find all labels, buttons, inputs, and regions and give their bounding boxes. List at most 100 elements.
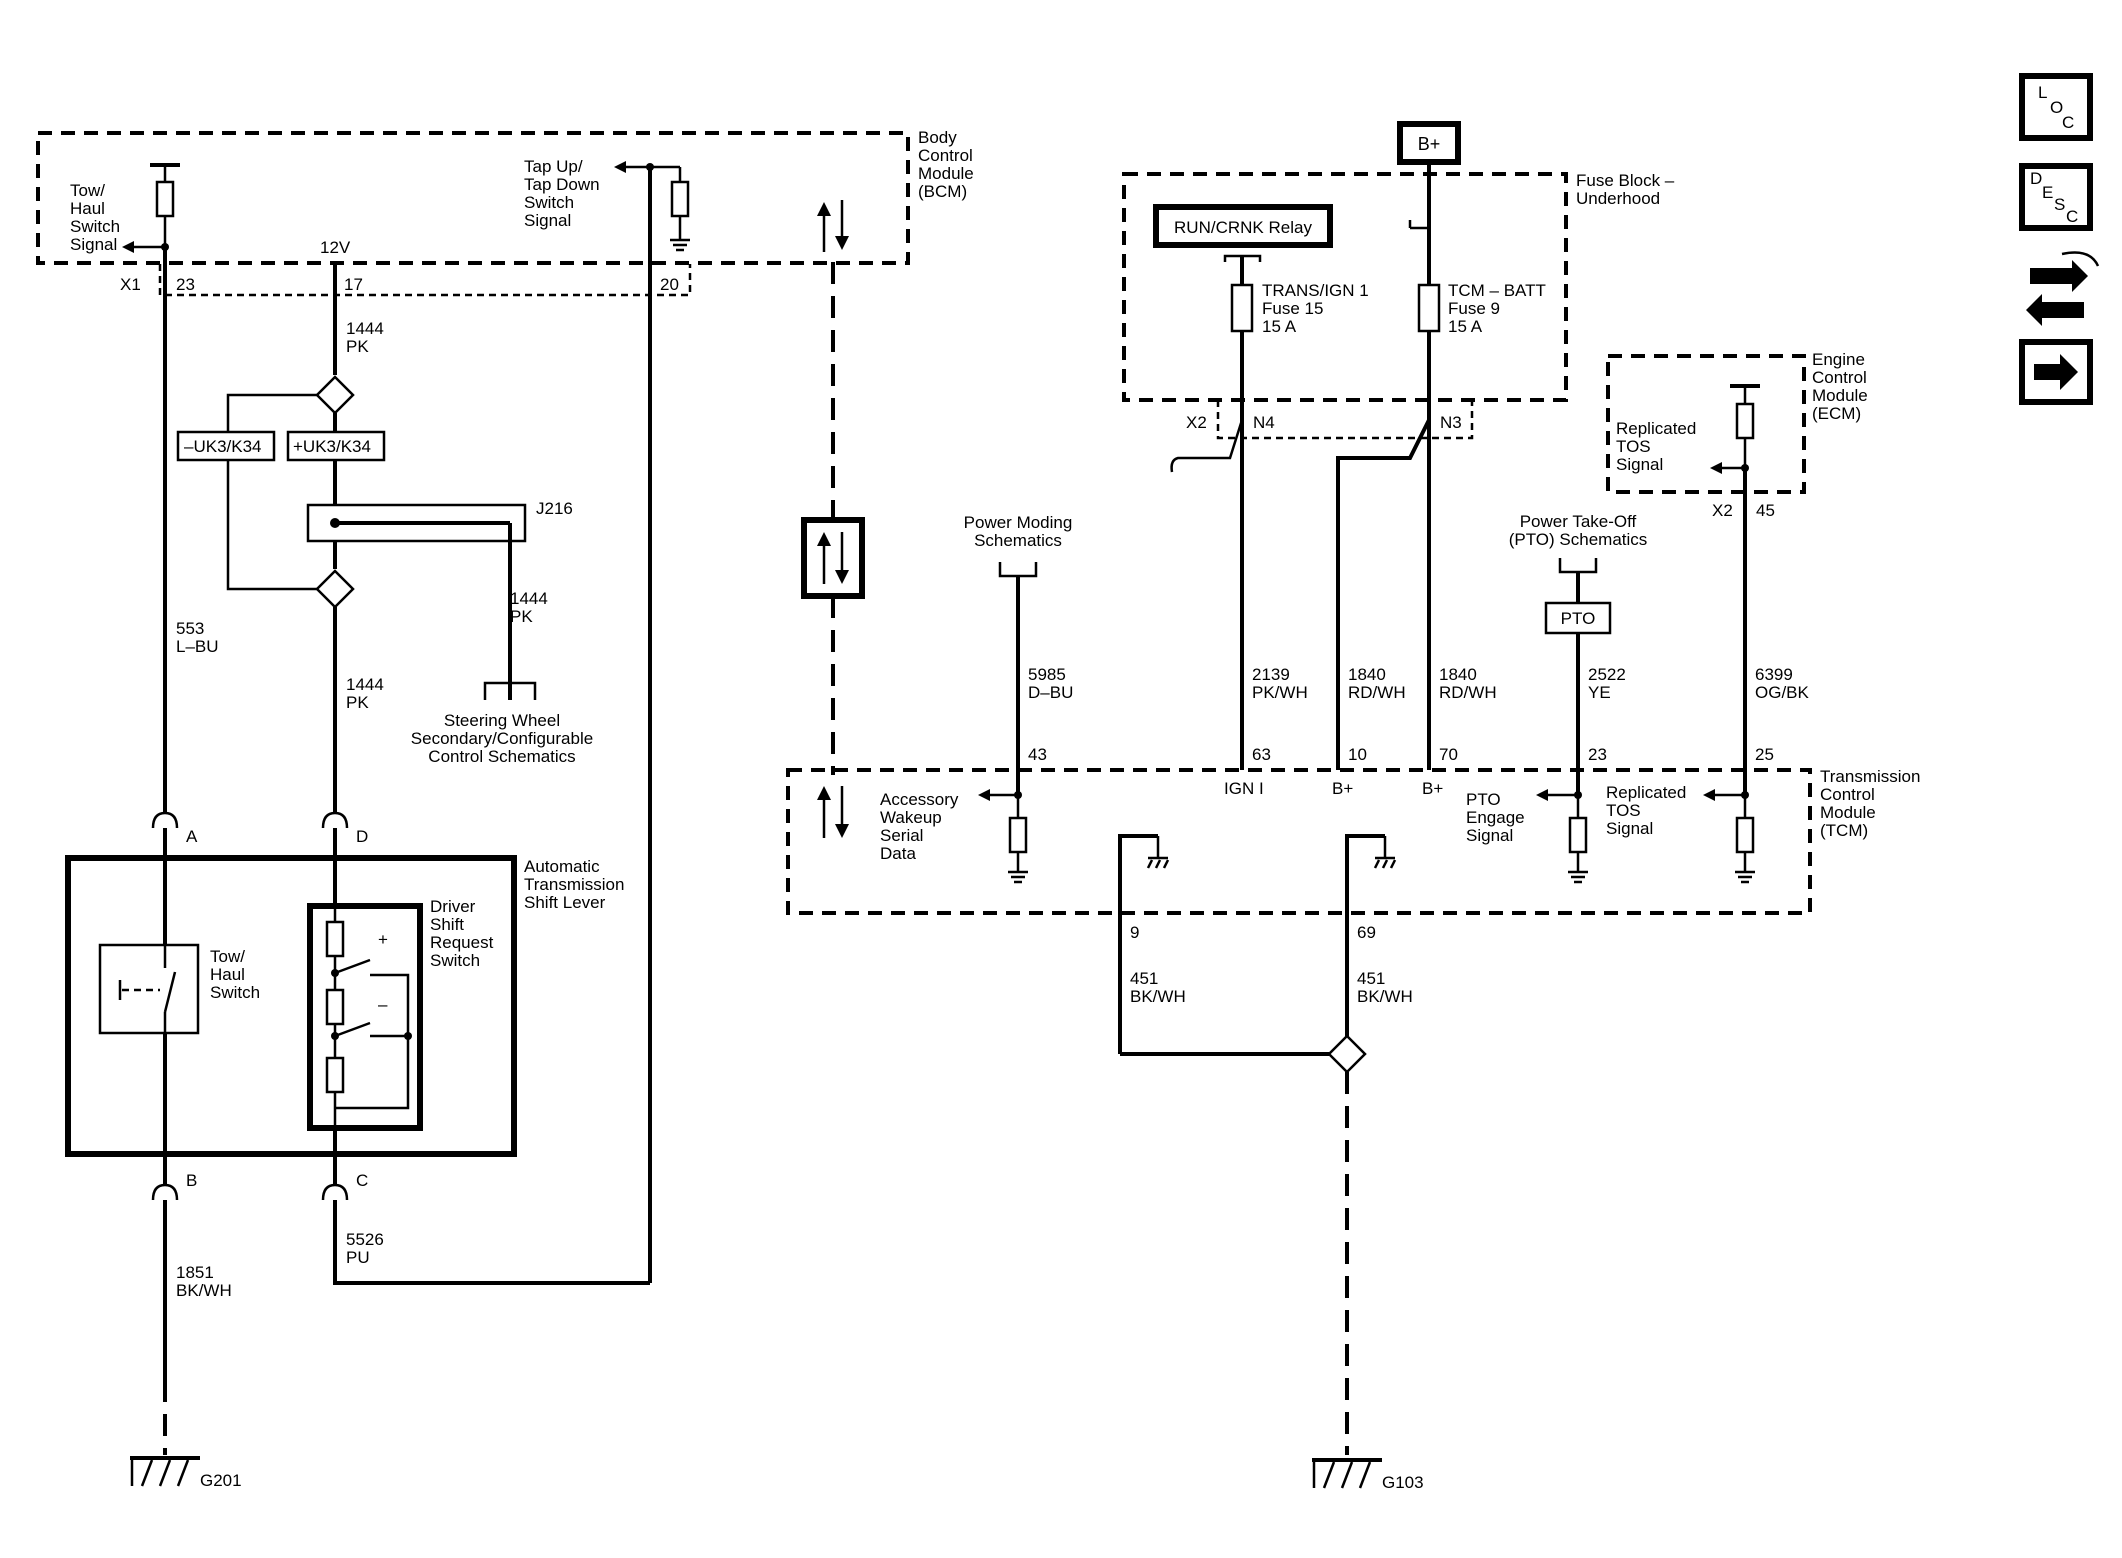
- desc-letter-d: D: [2030, 169, 2042, 188]
- tcm-label-4: (TCM): [1820, 821, 1868, 840]
- splice-diamond-lower: [315, 569, 355, 609]
- lever-pin-a: A: [186, 827, 198, 846]
- splice-j216-label: J216: [536, 499, 573, 518]
- wire-1851-number: 1851: [176, 1263, 214, 1282]
- next-arrow-icon[interactable]: [2019, 339, 2093, 405]
- fuse-block-label-2: Underhood: [1576, 189, 1660, 208]
- wire-6399-number: 6399: [1755, 665, 1793, 684]
- serial-data-link: [801, 262, 865, 775]
- loc-button[interactable]: L O C: [2019, 73, 2093, 141]
- steering-ref-1: Steering Wheel: [444, 711, 560, 730]
- steering-ref-3: Control Schematics: [428, 747, 575, 766]
- fuse-9-label-1: TCM – BATT: [1448, 281, 1546, 300]
- connector-view-icon[interactable]: [2026, 251, 2100, 327]
- wire-553-color: L–BU: [176, 637, 219, 656]
- ecm-pin-45: 45: [1756, 501, 1775, 520]
- driver-switch-label-2: Shift: [430, 915, 464, 934]
- fuse-9-label-3: 15 A: [1448, 317, 1483, 336]
- fuse-connector-x2: X2: [1186, 413, 1207, 432]
- option-minus-box: [176, 430, 276, 462]
- tcm-accessory-label-1: Accessory: [880, 790, 959, 809]
- wire-5526-color: PU: [346, 1248, 370, 1267]
- shift-lever-label-3: Shift Lever: [524, 893, 606, 912]
- option-plus-box: [286, 430, 386, 462]
- ecm-label-3: Module: [1812, 386, 1868, 405]
- ecm-signal-label-3: Signal: [1616, 455, 1663, 474]
- ecm-label-4: (ECM): [1812, 404, 1861, 423]
- tcm-ground-pin-69: 69: [1357, 923, 1376, 942]
- fuse-9-label-2: Fuse 9: [1448, 299, 1500, 318]
- option-minus-label: –UK3/K34: [184, 437, 262, 456]
- loc-letter-l: L: [2038, 83, 2047, 102]
- wire-451a-color: BK/WH: [1130, 987, 1186, 1006]
- tcm-accessory-label-3: Serial: [880, 826, 923, 845]
- bcm-label-2: Control: [918, 146, 973, 165]
- desc-letter-e: E: [2042, 183, 2053, 202]
- ecm-label-1: Engine: [1812, 350, 1865, 369]
- switch-plus-sign: +: [378, 930, 388, 949]
- tap-signal-label-4: Signal: [524, 211, 571, 230]
- loc-letter-c: C: [2062, 113, 2074, 132]
- pto-ref-2: (PTO) Schematics: [1509, 530, 1648, 549]
- tow-haul-signal-label-4: Signal: [70, 235, 117, 254]
- fuse-pin-n3: N3: [1440, 413, 1462, 432]
- pto-box: [1544, 601, 1612, 635]
- wire-5985-number: 5985: [1028, 665, 1066, 684]
- lever-pin-b: B: [186, 1171, 197, 1190]
- left-wiring: 553 L–BU 1444 PK –UK3/K34 +UK3/K34 J216 …: [163, 167, 652, 1285]
- bcm-12v-label: 12V: [320, 238, 351, 257]
- tcm-accessory-label-2: Wakeup: [880, 808, 942, 827]
- tap-signal-label-2: Tap Down: [524, 175, 600, 194]
- tow-haul-switch-label-3: Switch: [210, 983, 260, 1002]
- wire-1840a-color: RD/WH: [1348, 683, 1406, 702]
- tcm-replicated-label-2: TOS: [1606, 801, 1641, 820]
- tcm-replicated-label-1: Replicated: [1606, 783, 1686, 802]
- desc-letter-c: C: [2066, 207, 2078, 226]
- wire-1840a-number: 1840: [1348, 665, 1386, 684]
- pto-box-label: PTO: [1561, 609, 1596, 628]
- tow-haul-switch-label-1: Tow/: [210, 947, 245, 966]
- wire-451b-number: 451: [1357, 969, 1385, 988]
- fuse-15-label-3: 15 A: [1262, 317, 1297, 336]
- ecm-label-2: Control: [1812, 368, 1867, 387]
- tow-haul-signal-label-1: Tow/: [70, 181, 105, 200]
- wire-1444a-number: 1444: [346, 319, 384, 338]
- driver-switch-label-3: Request: [430, 933, 494, 952]
- splice-diamond-ground: [1327, 1034, 1367, 1074]
- ground-g201-label: G201: [200, 1471, 242, 1490]
- desc-button[interactable]: D E S C: [2019, 163, 2093, 231]
- wire-5985-color: D–BU: [1028, 683, 1073, 702]
- tcm-pin-23: 23: [1588, 745, 1607, 764]
- loc-letter-o: O: [2050, 98, 2063, 117]
- bcm-label-3: Module: [918, 164, 974, 183]
- bcm-pin-23: 23: [176, 275, 195, 294]
- wire-1840b-color: RD/WH: [1439, 683, 1497, 702]
- wire-451a-number: 451: [1130, 969, 1158, 988]
- tcm-module: Transmission Control Module (TCM) 43 63 …: [786, 745, 1920, 1492]
- tcm-label-3: Module: [1820, 803, 1876, 822]
- power-moding-ref-2: Schematics: [974, 531, 1062, 550]
- driver-switch-label-1: Driver: [430, 897, 476, 916]
- switch-minus-sign: –: [378, 995, 388, 1014]
- wire-2522-color: YE: [1588, 683, 1611, 702]
- shift-lever-label-1: Automatic: [524, 857, 600, 876]
- tap-signal-label-3: Switch: [524, 193, 574, 212]
- tcm-label-1: Transmission: [1820, 767, 1920, 786]
- ecm-signal-label-2: TOS: [1616, 437, 1651, 456]
- references: Power Moding Schematics 5985 D–BU Power …: [964, 512, 1648, 795]
- tow-haul-signal-label-2: Haul: [70, 199, 105, 218]
- tcm-pin-63: 63: [1252, 745, 1271, 764]
- wire-2522-number: 2522: [1588, 665, 1626, 684]
- shift-lever: A D Automatic Transmission Shift Lever T…: [65, 807, 624, 1490]
- lever-pin-c: C: [356, 1171, 368, 1190]
- option-plus-label: +UK3/K34: [293, 437, 371, 456]
- wire-1444a-color: PK: [346, 337, 369, 356]
- wire-2139-number: 2139: [1252, 665, 1290, 684]
- serial-data-box: [801, 517, 865, 599]
- bplus-label: B+: [1418, 134, 1441, 154]
- bcm-label-1: Body: [918, 128, 957, 147]
- shift-lever-label-2: Transmission: [524, 875, 624, 894]
- driver-switch-label-4: Switch: [430, 951, 480, 970]
- tcm-pin-70: 70: [1439, 745, 1458, 764]
